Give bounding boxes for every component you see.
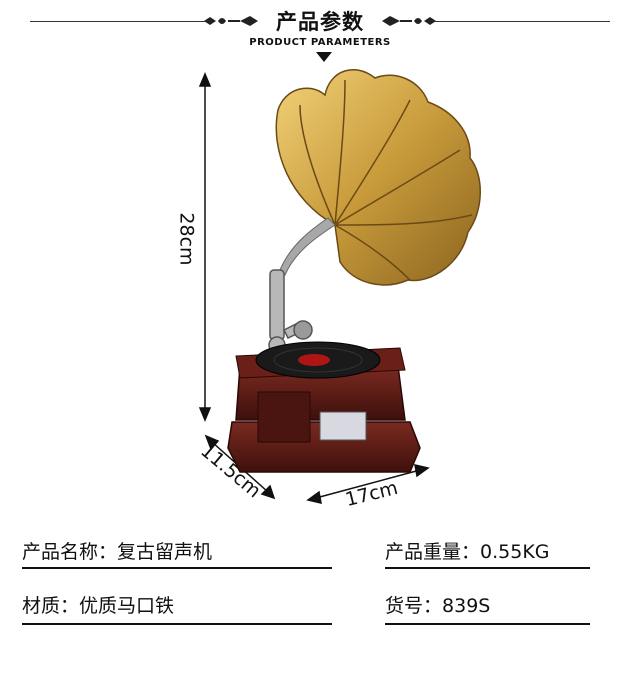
spec-material-value: 优质马口铁 <box>79 595 175 617</box>
height-dimension-arrow <box>198 72 212 422</box>
horn-neck <box>279 217 336 276</box>
vinyl-record <box>255 341 381 379</box>
page-title: 产品参数 <box>276 10 364 34</box>
width-dimension-arrow <box>306 464 430 504</box>
spec-material-label: 材质： <box>22 595 80 617</box>
spec-model-number-value: 839S <box>442 595 491 617</box>
header-rule-left <box>30 21 210 22</box>
spec-product-name-underline <box>22 567 332 569</box>
spec-material: 材质：优质马口铁 <box>22 594 174 618</box>
spec-product-weight-label: 产品重量： <box>385 541 481 563</box>
spec-model-number-label: 货号： <box>385 595 443 617</box>
spec-model-number-underline <box>385 623 590 625</box>
spec-product-weight-underline <box>385 567 590 569</box>
spec-product-weight: 产品重量：0.55KG <box>385 540 550 564</box>
spec-product-weight-value: 0.55KG <box>480 541 550 563</box>
height-dimension-label: 28cm <box>175 212 198 266</box>
horn-bell <box>275 68 481 286</box>
spec-product-name-label: 产品名称： <box>22 541 118 563</box>
tone-arm <box>268 269 313 354</box>
spec-model-number: 货号：839S <box>385 594 490 618</box>
spec-product-name-value: 复古留声机 <box>117 541 213 563</box>
title-pointer-icon <box>316 52 332 62</box>
gramophone-illustration <box>198 68 481 504</box>
spec-product-name: 产品名称：复古留声机 <box>22 540 212 564</box>
spec-material-underline <box>22 623 332 625</box>
ornament-right-icon <box>382 16 436 26</box>
ornament-left-icon <box>204 16 258 26</box>
page-subtitle: PRODUCT PARAMETERS <box>249 37 391 48</box>
header-rule-right <box>430 21 610 22</box>
